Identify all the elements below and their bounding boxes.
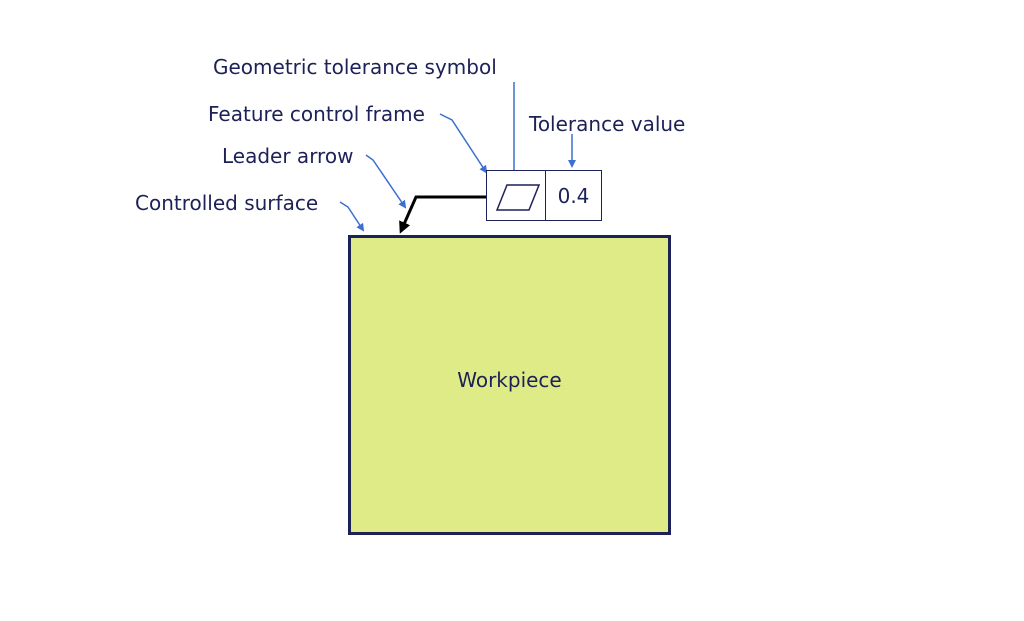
label-controlled-surface: Controlled surface [135, 191, 319, 215]
tolerance-value-cell: 0.4 [557, 183, 590, 208]
label-geometric-tolerance-symbol: Geometric tolerance symbol [213, 55, 497, 79]
callout-arrow-leader-arrow [365, 154, 407, 209]
callout-arrow-feature-control-frame [439, 113, 488, 174]
label-tolerance-value: Tolerance value [529, 112, 686, 136]
frame-symbol-cell [487, 171, 546, 220]
label-leader-arrow: Leader arrow [222, 144, 354, 168]
leader-arrow [399, 195, 486, 234]
workpiece-label: Workpiece [457, 368, 562, 392]
workpiece: Workpiece [348, 235, 671, 535]
callout-arrow-controlled-surface [339, 201, 365, 232]
feature-control-frame: 0.4 [486, 170, 602, 221]
parallelogram-flatness-icon [495, 184, 541, 211]
label-feature-control-frame: Feature control frame [208, 102, 425, 126]
